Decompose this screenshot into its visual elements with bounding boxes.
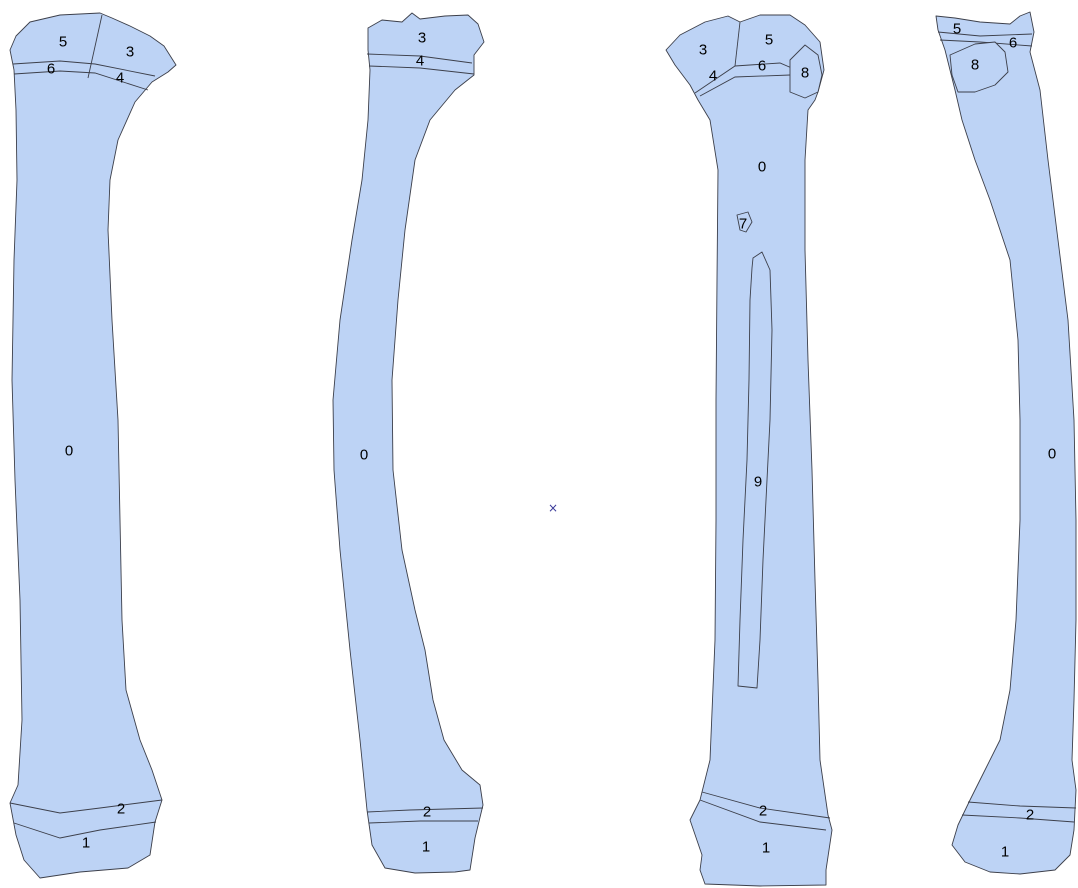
- bone-1: 5 3 6 4 0 2 1: [10, 13, 176, 878]
- bone-2-outline: [333, 13, 484, 873]
- bone-4-label-5: 5: [953, 21, 961, 38]
- bone-1-label-2: 2: [117, 801, 125, 818]
- bone-3-label-2: 2: [759, 803, 767, 820]
- bone-3-label-9: 9: [754, 474, 762, 491]
- bone-2-label-1: 1: [422, 839, 430, 856]
- bone-4: 5 6 8 0 2 1: [936, 12, 1076, 874]
- bone-2-label-4: 4: [416, 53, 424, 70]
- bone-3-label-5: 5: [765, 32, 773, 49]
- bone-3-label-0: 0: [758, 159, 766, 176]
- bone-3-label-6: 6: [758, 58, 766, 75]
- bone-3-label-4: 4: [709, 68, 717, 85]
- bone-4-label-0: 0: [1048, 446, 1056, 463]
- bone-2-label-2: 2: [423, 804, 431, 821]
- bone-1-outline: [10, 13, 176, 878]
- bone-3-label-8: 8: [801, 65, 809, 82]
- bone-1-label-1: 1: [82, 835, 90, 852]
- bone-3-label-3: 3: [699, 42, 707, 59]
- bone-2-label-0: 0: [360, 447, 368, 464]
- bone-4-label-8: 8: [971, 57, 979, 74]
- bone-1-label-5: 5: [59, 34, 67, 51]
- bone-1-label-3: 3: [126, 44, 134, 61]
- bone-2-label-3: 3: [418, 30, 426, 47]
- bone-3-label-7: 7: [739, 216, 747, 233]
- bone-3-label-1: 1: [762, 840, 770, 857]
- bone-1-label-6: 6: [47, 61, 55, 78]
- center-cross-marker: ×: [548, 501, 558, 515]
- bone-4-label-2: 2: [1026, 807, 1034, 824]
- bone-1-label-0: 0: [65, 443, 73, 460]
- bone-4-outline: [936, 12, 1076, 874]
- bone-2: 3 4 0 2 1: [333, 13, 484, 873]
- bone-1-label-4: 4: [116, 70, 124, 87]
- bone-4-label-1: 1: [1001, 844, 1009, 861]
- bone-4-label-6: 6: [1009, 35, 1017, 52]
- bone-3: 3 5 4 6 8 0 7 9 2 1: [666, 15, 832, 886]
